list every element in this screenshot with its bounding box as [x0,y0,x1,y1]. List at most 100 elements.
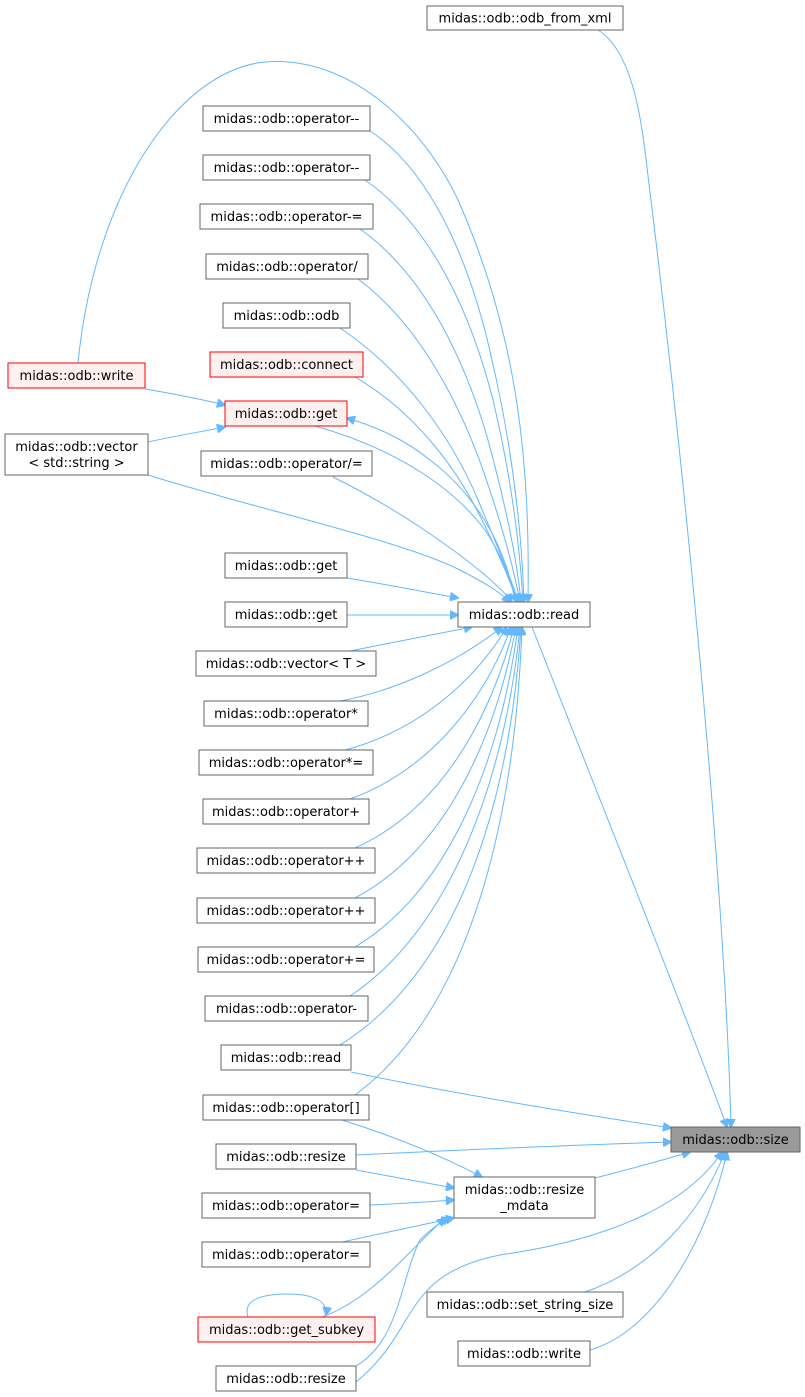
edge-resize_mdata-to-size [594,1152,690,1179]
node-label: midas::odb::size [682,1133,788,1148]
node-opmuleq[interactable]: midas::odb::operator*= [198,749,374,776]
edge-write_r-to-size [589,1152,727,1351]
node-box[interactable] [195,650,377,677]
node-box[interactable] [196,897,376,924]
node-box[interactable] [457,1340,591,1367]
node-opassign2[interactable]: midas::odb::operator= [201,1241,371,1268]
edge-opdec2-to-read_main [364,179,523,602]
node-opaddeq[interactable]: midas::odb::operator+= [197,946,375,973]
node-resize_mdata[interactable]: midas::odb::resize_mdata [453,1176,596,1219]
node-label: midas::odb::get_subkey [209,1323,364,1338]
node-box[interactable] [215,1365,357,1392]
node-opsubeq[interactable]: midas::odb::operator-= [199,203,374,230]
node-odbctor[interactable]: midas::odb::odb [222,302,351,329]
node-opdec1[interactable]: midas::odb::operator-- [202,105,371,132]
node-box[interactable] [204,995,369,1022]
node-label: midas::odb::operator-- [214,112,360,127]
node-read2[interactable]: midas::odb::read [220,1044,352,1071]
node-box[interactable] [209,351,364,378]
node-box[interactable] [201,1192,371,1219]
node-label: midas::odb::operator* [214,707,358,722]
node-label: midas::odb::operator++ [207,854,366,869]
edge-opdiveq-to-read_main [332,476,512,602]
node-label: midas::odb::operator= [212,1199,360,1214]
node-box[interactable] [199,203,374,230]
node-label: midas::odb::odb_from_xml [439,12,612,27]
edge-opidx-to-read_main [354,627,522,1096]
node-connect[interactable]: midas::odb::connect [209,351,364,378]
node-vecT[interactable]: midas::odb::vector< T > [195,650,377,677]
node-box[interactable] [224,400,348,427]
node-box[interactable] [457,601,591,628]
edge-read_main-to-get_top [347,418,516,603]
node-box[interactable] [426,5,624,31]
node-opmul[interactable]: midas::odb::operator* [203,700,369,727]
node-box[interactable] [426,1291,624,1318]
node-box[interactable] [670,1126,801,1153]
node-box[interactable] [202,798,370,825]
edge-opidx-to-resize_mdata [341,1119,482,1177]
node-label: midas::odb::write [20,369,134,384]
node-opassign1[interactable]: midas::odb::operator= [201,1192,371,1219]
node-get3[interactable]: midas::odb::get [224,601,348,628]
edge-opassign1-to-resize_mdata [369,1200,454,1206]
node-opdiv[interactable]: midas::odb::operator/ [205,253,369,280]
node-box[interactable] [453,1176,596,1219]
node-label: midas::odb::read [469,608,580,623]
node-resize2[interactable]: midas::odb::resize [215,1365,357,1392]
node-read_main[interactable]: midas::odb::read [457,601,591,628]
edge-read2-to-size [350,1071,671,1128]
node-box[interactable] [224,552,348,579]
node-box[interactable] [197,946,375,973]
node-box[interactable] [7,362,146,389]
node-box[interactable] [224,601,348,628]
edge-opinc1-to-read_main [354,627,514,849]
node-opinc1[interactable]: midas::odb::operator++ [196,847,376,874]
node-opsub[interactable]: midas::odb::operator- [204,995,369,1022]
edge-get_subkey-to-get_subkey [246,1293,326,1318]
node-box[interactable] [203,700,369,727]
node-write_r[interactable]: midas::odb::write [457,1340,591,1367]
node-opidx[interactable]: midas::odb::operator[] [202,1094,370,1121]
node-box[interactable] [222,302,351,329]
node-opinc2[interactable]: midas::odb::operator++ [196,897,376,924]
node-box[interactable] [201,1241,371,1268]
node-opdec2[interactable]: midas::odb::operator-- [202,154,371,181]
node-box[interactable] [202,1094,370,1121]
edge-read2-to-read_main [339,627,521,1046]
node-box[interactable] [4,433,149,476]
node-get_top[interactable]: midas::odb::get [224,400,348,427]
node-label: midas::odb::read [231,1051,342,1066]
node-box[interactable] [202,154,371,181]
node-opadd[interactable]: midas::odb::operator+ [202,798,370,825]
node-get_subkey[interactable]: midas::odb::get_subkey [197,1316,376,1343]
node-label: midas::odb::connect [220,358,353,373]
node-opdiveq[interactable]: midas::odb::operator/= [200,450,373,477]
node-box[interactable] [202,105,371,132]
node-label: midas::odb::resize [226,1372,346,1387]
node-set_string_size[interactable]: midas::odb::set_string_size [426,1291,624,1318]
node-label: midas::odb::operator[] [212,1101,359,1116]
node-box[interactable] [200,450,373,477]
edge-opmuleq-to-read_main [344,627,507,751]
node-box[interactable] [220,1044,352,1071]
node-box[interactable] [197,1316,376,1343]
edge-opmul-to-read_main [339,627,502,702]
node-box[interactable] [205,253,369,280]
node-get2[interactable]: midas::odb::get [224,552,348,579]
edge-vecT-to-read_main [349,627,472,652]
node-resize1[interactable]: midas::odb::resize [215,1143,357,1170]
node-size[interactable]: midas::odb::size [670,1126,801,1153]
node-odb_from_xml[interactable]: midas::odb::odb_from_xml [426,5,624,31]
node-vecstr[interactable]: midas::odb::vector< std::string > [4,433,149,476]
node-box[interactable] [215,1143,357,1170]
node-label: midas::odb::odb [234,309,340,324]
edge-get2-to-read_main [346,577,458,598]
node-label: midas::odb::get [235,559,338,574]
node-write_l[interactable]: midas::odb::write [7,362,146,389]
node-box[interactable] [198,749,374,776]
node-label: midas::odb::operator-= [211,210,363,225]
node-label: midas::odb::operator/= [210,457,362,472]
node-box[interactable] [196,847,376,874]
